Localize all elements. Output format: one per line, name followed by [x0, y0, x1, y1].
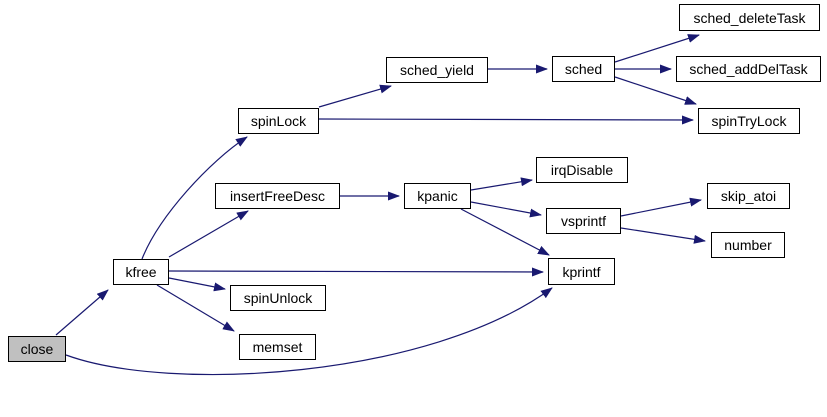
- node-sched_yield[interactable]: sched_yield: [386, 57, 488, 83]
- edge-sched-spinTryLock: [614, 76, 697, 105]
- edge-close-kprintf: [65, 287, 553, 376]
- node-sched_addDelTask[interactable]: sched_addDelTask: [676, 56, 821, 82]
- edge-spinLock-sched_yield: [318, 84, 392, 108]
- node-skip_atoi[interactable]: skip_atoi: [707, 183, 790, 209]
- edge-kpanic-vsprintf: [470, 201, 542, 218]
- node-irqDisable[interactable]: irqDisable: [536, 157, 628, 183]
- edge-kpanic-kprintf: [460, 208, 550, 256]
- edge-kpanic-irqDisable: [470, 177, 533, 191]
- edge-kfree-kprintf: [168, 267, 544, 277]
- edge-close-kfree: [55, 289, 109, 336]
- node-sched_deleteTask[interactable]: sched_deleteTask: [679, 4, 820, 31]
- edge-spinLock-spinTryLock: [318, 115, 694, 125]
- node-kfree[interactable]: kfree: [113, 259, 169, 285]
- node-kpanic[interactable]: kpanic: [404, 183, 471, 209]
- node-number[interactable]: number: [711, 232, 785, 258]
- edge-kfree-insertFreeDesc: [168, 210, 249, 258]
- edge-kfree-spinUnlock: [168, 277, 226, 292]
- node-sched[interactable]: sched: [552, 56, 615, 82]
- edge-vsprintf-number: [620, 227, 706, 244]
- node-spinTryLock[interactable]: spinTryLock: [698, 108, 800, 134]
- edge-vsprintf-skip_atoi: [620, 197, 702, 217]
- node-close: close: [8, 336, 66, 362]
- node-insertFreeDesc[interactable]: insertFreeDesc: [215, 183, 340, 209]
- node-spinUnlock[interactable]: spinUnlock: [230, 285, 326, 311]
- node-kprintf[interactable]: kprintf: [548, 258, 615, 285]
- edge-sched-sched_deleteTask: [614, 34, 700, 63]
- edge-kfree-spinLock: [141, 136, 248, 260]
- node-memset[interactable]: memset: [239, 334, 316, 360]
- edge-kfree-memset: [156, 284, 235, 332]
- node-vsprintf[interactable]: vsprintf: [546, 208, 621, 234]
- node-spinLock[interactable]: spinLock: [238, 108, 319, 134]
